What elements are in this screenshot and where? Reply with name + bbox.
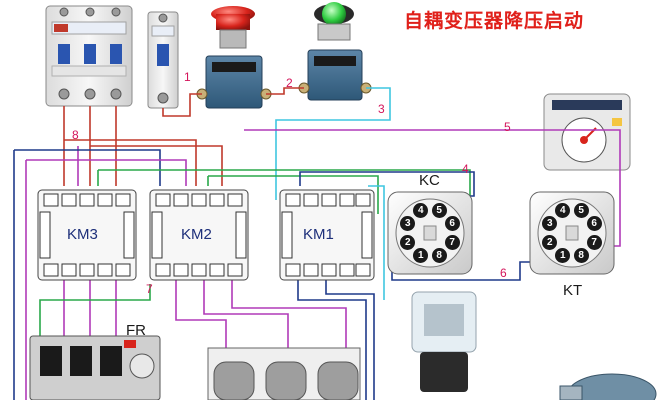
wire-number-5: 5 [504,120,511,134]
wire-number-3: 3 [378,102,385,116]
label-km2: KM2 [181,226,212,243]
kt-pin-3: 3 [542,216,558,232]
plugin-relay [411,291,477,392]
wires [13,87,621,400]
overload-relay [29,335,161,400]
kc-pin-5: 5 [431,203,447,219]
wire-number-7: 7 [146,282,153,296]
kt-pin-4: 4 [555,203,571,219]
socket-kt [529,191,615,275]
breaker-3pole [45,5,133,107]
timer-relay [543,93,631,171]
label-km3: KM3 [67,226,98,243]
kc-pin-1: 1 [413,247,429,263]
wire-number-1: 1 [184,70,191,84]
kt-pin-7: 7 [586,234,602,250]
stop-pushbutton [196,6,272,109]
wire-number-6: 6 [500,266,507,280]
socket-kc [387,191,473,275]
kt-pin-8: 8 [573,247,589,263]
kt-pin-5: 5 [573,203,589,219]
label-kc: KC [419,172,440,189]
diagram-title: 自耦变压器降压启动 [404,10,585,32]
kt-pin-1: 1 [555,247,571,263]
wire-number-4: 4 [462,162,469,176]
contactor-km3-body [37,189,137,281]
wire-number-8: 8 [72,128,79,142]
breaker-1pole [147,11,179,109]
motor [559,373,657,400]
kt-pin-2: 2 [542,234,558,250]
kc-pin-2: 2 [400,234,416,250]
kc-pin-8: 8 [431,247,447,263]
label-kt: KT [563,282,583,299]
kt-pin-6: 6 [586,216,602,232]
label-km1: KM1 [303,226,334,243]
contactor-km2-body [149,189,249,281]
kc-pin-6: 6 [444,216,460,232]
kc-pin-7: 7 [444,234,460,250]
start-pushbutton [298,2,372,101]
autotransformer [207,347,361,400]
kc-pin-3: 3 [400,216,416,232]
wire-number-2: 2 [286,76,293,90]
label-fr: FR [126,322,146,339]
contactor-km1-body [279,189,375,281]
kc-pin-4: 4 [413,203,429,219]
